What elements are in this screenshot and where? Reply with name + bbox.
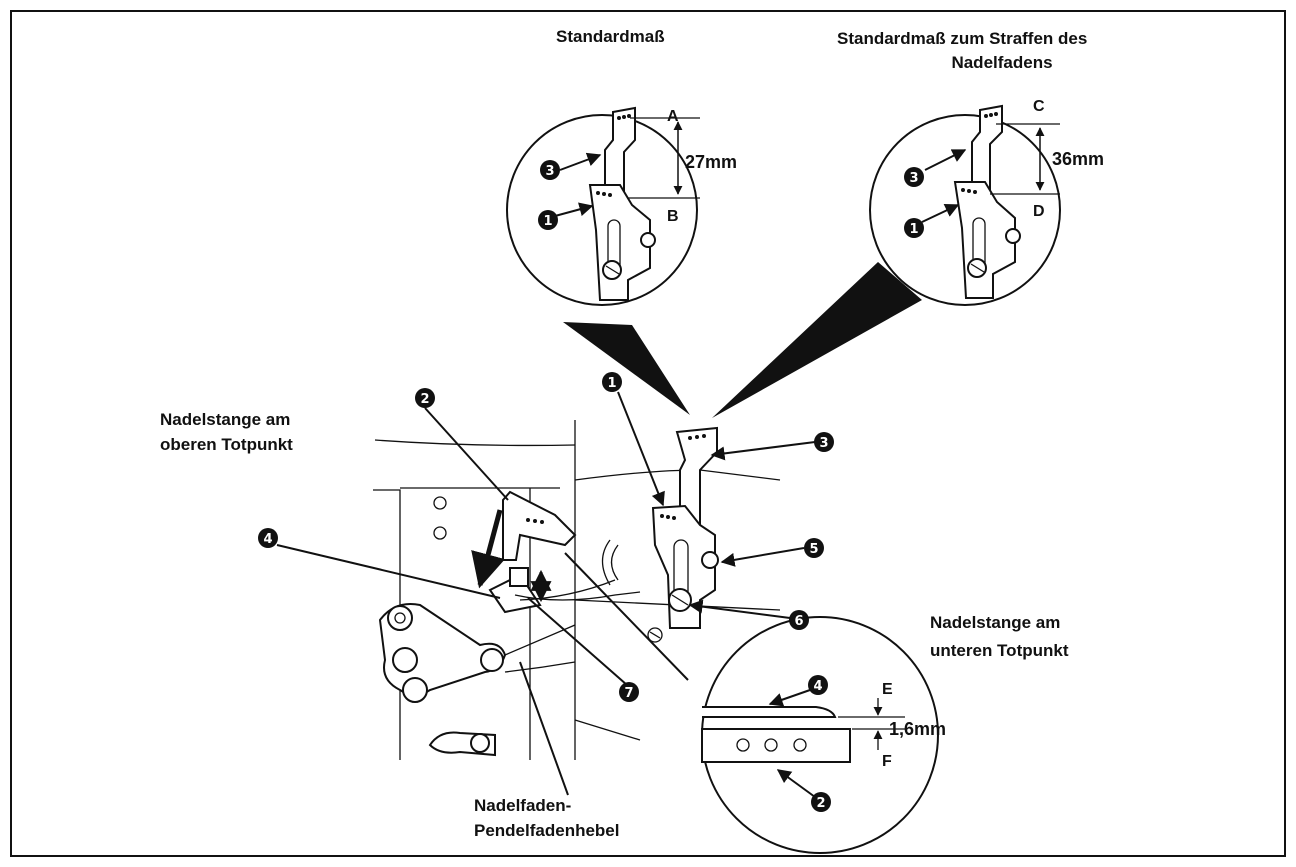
svg-text:1: 1 [909, 222, 918, 237]
bottom-dead-center-label-line1: Nadelstange am [930, 613, 1060, 632]
svg-text:3: 3 [545, 164, 554, 179]
point-f-label: F [882, 753, 892, 770]
zoom-circle-clearance [701, 616, 939, 854]
svg-text:4: 4 [813, 679, 822, 694]
svg-text:3: 3 [819, 436, 828, 451]
part-marker-7-main: 7 [619, 682, 639, 702]
part-marker-4-clearance: 4 [808, 675, 828, 695]
machine-illustration [276, 391, 816, 796]
dimension-36mm: 36mm [1052, 149, 1104, 169]
zoom-circle-standard [506, 106, 700, 306]
zoom-wedge-standard [563, 322, 690, 415]
part-marker-4-main: 4 [258, 528, 278, 548]
zoom-wedge-tension [712, 262, 922, 418]
svg-text:4: 4 [263, 532, 272, 547]
svg-text:5: 5 [809, 542, 818, 557]
part-marker-3-main: 3 [814, 432, 834, 452]
top-dead-center-label-line1: Nadelstange am [160, 410, 290, 429]
point-a-label: A [667, 108, 679, 125]
tension-title-line2: Nadelfadens [951, 53, 1052, 72]
svg-text:3: 3 [909, 171, 918, 186]
dimension-1-6mm: 1,6mm [889, 719, 946, 739]
part-marker-6-main: 6 [789, 610, 809, 630]
top-dead-center-label-line2: oberen Totpunkt [160, 435, 293, 454]
part-marker-2-clearance: 2 [811, 792, 831, 812]
part-marker-1-tension: 1 [904, 218, 924, 238]
point-c-label: C [1033, 98, 1045, 115]
part-marker-5-main: 5 [804, 538, 824, 558]
lever-label-line2: Pendelfadenhebel [474, 821, 619, 840]
svg-text:1: 1 [543, 214, 552, 229]
svg-text:6: 6 [794, 614, 803, 629]
part-marker-1-main: 1 [602, 372, 622, 392]
point-d-label: D [1033, 203, 1045, 220]
svg-text:2: 2 [420, 392, 429, 407]
figure-frame [10, 10, 1286, 857]
svg-text:2: 2 [816, 796, 825, 811]
point-e-label: E [882, 681, 893, 698]
zoom-circle-tension [869, 104, 1061, 306]
part-marker-1-standard: 1 [538, 210, 558, 230]
bottom-dead-center-label-line2: unteren Totpunkt [930, 641, 1069, 660]
part-marker-3-tension: 3 [904, 167, 924, 187]
svg-text:1: 1 [607, 376, 616, 391]
standard-title: Standardmaß [556, 27, 665, 46]
part-marker-2-main: 2 [415, 388, 435, 408]
point-b-label: B [667, 208, 679, 225]
svg-text:7: 7 [624, 686, 633, 701]
lever-label-line1: Nadelfaden- [474, 796, 571, 815]
part-marker-3-standard: 3 [540, 160, 560, 180]
dimension-27mm: 27mm [685, 152, 737, 172]
tension-title-line1: Standardmaß zum Straffen des [837, 29, 1087, 48]
